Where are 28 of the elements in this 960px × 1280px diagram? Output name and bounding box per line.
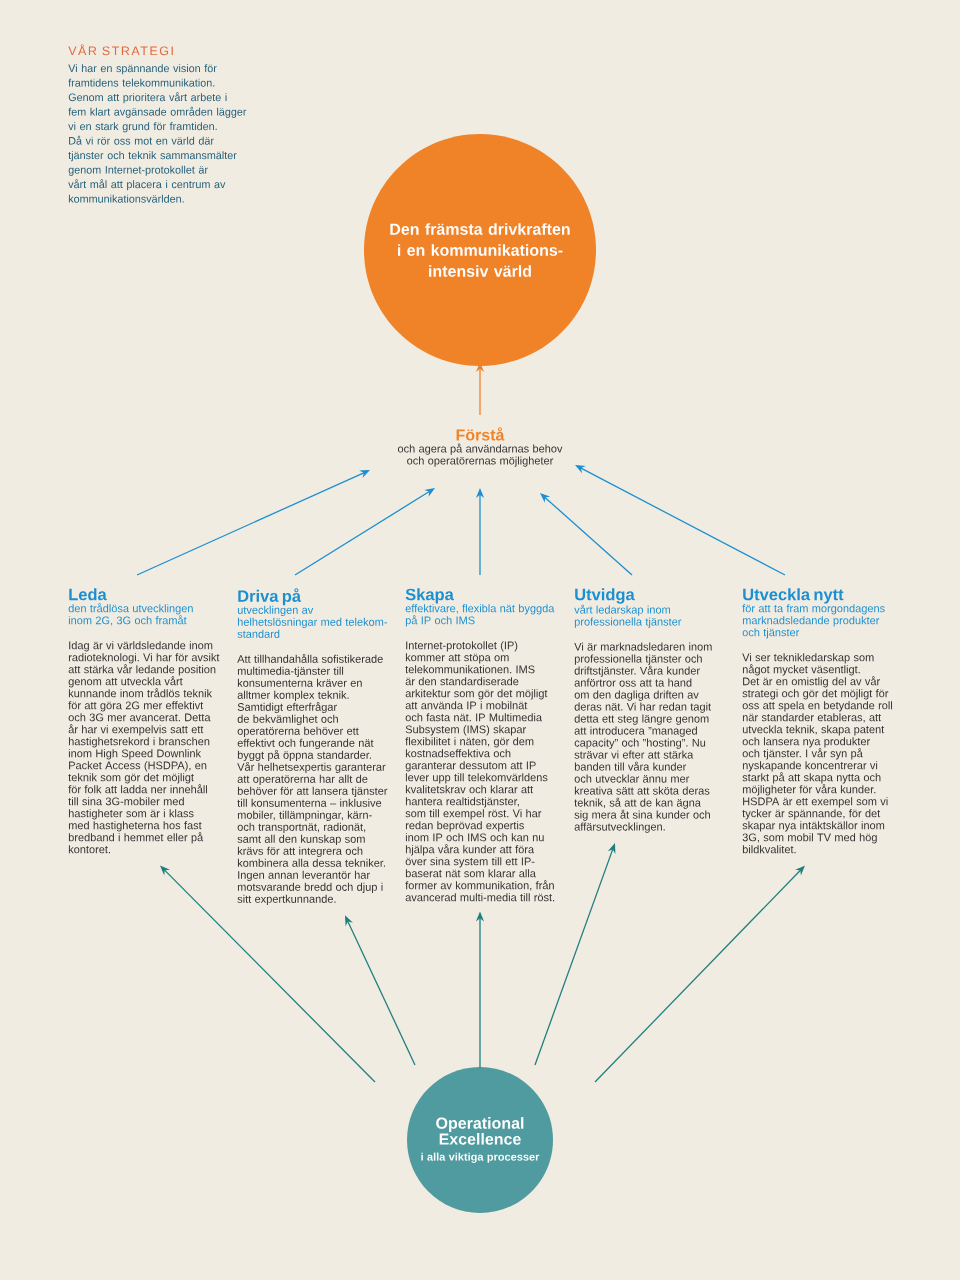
goal-circle	[364, 134, 596, 366]
column-heading: Driva på	[238, 588, 302, 606]
column-text: Idag är vi världsledande inom radioteknologi. Vi har för avsikt att stärka vår ledande position genom att utveckla vårt kunnande inom trådlös teknik för att göra 2G mer effektivt och 3G mer avancerat. Detta år har vi exempelvis satt ett hastighetsrekord i branschen inom High Speed Downlink Packet Access (HSDPA), en teknik som gör det möjligt för folk att ladda ner innehåll till sina 3G-mobiler med hastigheter som är i klass med hastigheterna hos fast bredband i hemmet eller på kontoret.	[68, 641, 220, 854]
focus-text: och agera på användarnas behov och operatörernas möjligheter	[397, 443, 563, 467]
column-text: Vi är marknadsledaren inom professionella tjänster och driftstjänster. Våra kunder anförtror oss att ta hand om den dagliga driften av deras nät. Vi har redan tagit detta ett steg längre genom att introducera ”managed capacity” och ”hosting”. Nu strävar vi efter att stärka banden till våra kunder och utvecklar ännu mer kreativa sätt att sköta deras teknik, så att de kan ägna sig mera åt sina kunder och affärsutvecklingen.	[574, 642, 712, 833]
arrow	[294, 488, 435, 576]
circle-subtitle: i alla viktiga processer	[421, 1152, 540, 1163]
column-subtitle: den trådlösa utvecklingen inom 2G, 3G och framåt	[68, 603, 193, 626]
column-subtitle: effektivare, flexibla nät byggda på IP och IMS	[405, 604, 555, 627]
intro-text: Vi har en spännande vision för framtidens telekommunikation. Genom att prioritera vårt arbete i fem klart avgänsade områden lägger vi en stark grund för framtiden. Då vi rör oss mot en värld där tjänster och teknik sammansmälter genom Internet-protokollet är vårt mål att placera i centrum av kommunikationsvärlden.	[68, 64, 247, 203]
column-heading: Leda	[69, 588, 107, 601]
column-text: Vi ser teknikledarskap som något mycket väsentligt. Det är en omistlig del av vår strategi och gör det möjligt för oss att spela en betydande roll när standarder etableras, att utveckla teknik, skapa patent och lansera nya produkter och tjänster. I vår syn på nyskapande koncentrerar vi starkt på att skapa nytta och möjligheter för våra kunder. HSDPA är ett exempel som vi tycker är spännande, för det skapar nya intäktskällor inom 3G, som mobil TV med hög bildkvalitet.	[742, 653, 892, 854]
column-subtitle: för att ta fram morgondagens marknadsledande produkter och tjänster	[742, 604, 885, 639]
column-text: Att tillhandahålla sofistikerade multimedia-tjänster till konsumenterna kräver en alltmer komplex teknik. Samtidigt efterfrågar de bekvämlighet och operatörerna behöver ett effektivt och fungerande nät byggt på öppna standarder. Vår helhetsexpertis garanterar att operatörerna har allt de behöver för att lansera tjänster till konsumenterna – inklusive mobiler, tillämpningar, kärn- och transportnät, radionät, samt all den kunskap som krävs för att integrera och kombinera alla dessa tekniker. Ingen annan leverantör har motsvarande bredd och djup i sitt expertkunnande.	[237, 653, 388, 906]
circle-title: Operational Excellence	[436, 1117, 524, 1145]
column-heading: Utvidga	[575, 588, 635, 604]
column-subtitle: vårt ledarskap inom professionella tjänster	[574, 604, 682, 628]
column-subtitle: utvecklingen av helhetslösningar med telekom-standard	[237, 605, 387, 638]
column-heading: Skapa	[405, 588, 454, 604]
arrow	[540, 493, 633, 576]
column-heading: Utveckla nytt	[743, 588, 844, 604]
arrow	[575, 465, 786, 576]
focus-heading: Förstå	[456, 427, 505, 441]
section-heading: VÅR STRATEGI	[68, 44, 173, 56]
base-circle	[407, 1067, 553, 1213]
column-text: Internet-protokollet (IP) kommer att stöpa om telekommunikationen. IMS är den standardiserade arkitektur som gör det möjligt att använda IP i mobilnät och fasta nät. IP Multimedia Subsystem (IMS) skapar flexibilitet i näten, gör dem kostnadseffektiva och garanterar dessutom att IP lever upp till telekomvärldens kvalitetskrav och klarar att hantera realtidstjänster, som till exempel röst. Vi har redan beprövad expertis inom IP och IMS och kan nu hjälpa våra kunder att föra över sina system till ett IP-baserat nät som klarar alla former av kommunikation, från avancerad multi-media till röst.	[405, 641, 555, 902]
arrow	[136, 470, 370, 576]
circle-title: Den främsta drivkraften i en kommunikations-intensiv värld	[390, 223, 570, 277]
